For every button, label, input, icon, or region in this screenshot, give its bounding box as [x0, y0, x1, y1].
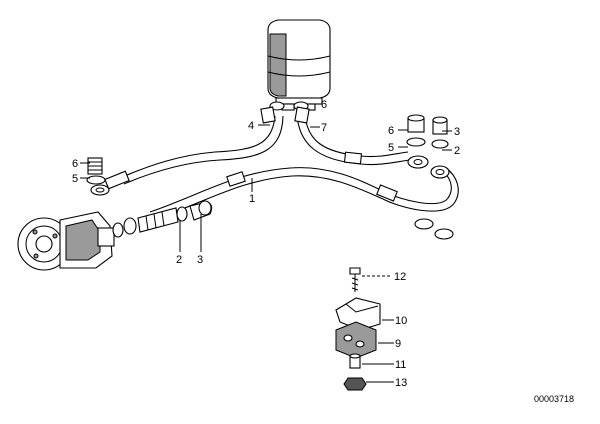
- sealing-ring: [176, 206, 188, 222]
- hose-ferrule: [294, 106, 310, 124]
- hose-ferrule: [343, 151, 363, 165]
- callout-6-reservoir: 6: [321, 99, 327, 111]
- callout-3-right: 3: [454, 126, 460, 138]
- callout-2-pump: 2: [176, 254, 182, 266]
- hose-bracket-assembly: [335, 267, 381, 391]
- hose-ferrule: [226, 171, 246, 187]
- power-steering-pump: [17, 211, 115, 271]
- diagram-code: 00003718: [534, 394, 574, 404]
- leader-lines: [80, 103, 452, 383]
- hose-ferrule: [376, 184, 398, 202]
- callout-5-left: 5: [72, 173, 78, 185]
- sealing-ring: [112, 222, 124, 238]
- pressure-hose-end: [137, 207, 179, 233]
- callout-6-right: 6: [388, 125, 394, 137]
- callout-9: 9: [395, 338, 401, 350]
- callout-2-right: 2: [454, 145, 460, 157]
- callout-10: 10: [395, 315, 407, 327]
- callout-13: 13: [395, 377, 407, 389]
- fluid-reservoir: [267, 19, 331, 111]
- callout-3-pump: 3: [197, 254, 203, 266]
- callout-12: 12: [394, 271, 406, 283]
- hose-ferrule: [104, 170, 130, 190]
- banjo-fitting-right-upper: [406, 114, 429, 169]
- callout-11: 11: [395, 359, 406, 371]
- callout-7: 7: [321, 122, 327, 134]
- callout-4: 4: [248, 120, 254, 132]
- callout-5-right: 5: [388, 142, 394, 154]
- banjo-fitting-left: [86, 157, 110, 196]
- sealing-ring: [414, 218, 434, 230]
- callout-1: 1: [249, 193, 255, 205]
- callout-6-left: 6: [72, 158, 78, 170]
- sealing-ring: [434, 228, 454, 240]
- sealing-ring: [123, 217, 137, 235]
- hose-clamp: [269, 101, 285, 111]
- banjo-fitting-right-lower: [430, 116, 450, 179]
- hose-ferrule: [260, 106, 276, 124]
